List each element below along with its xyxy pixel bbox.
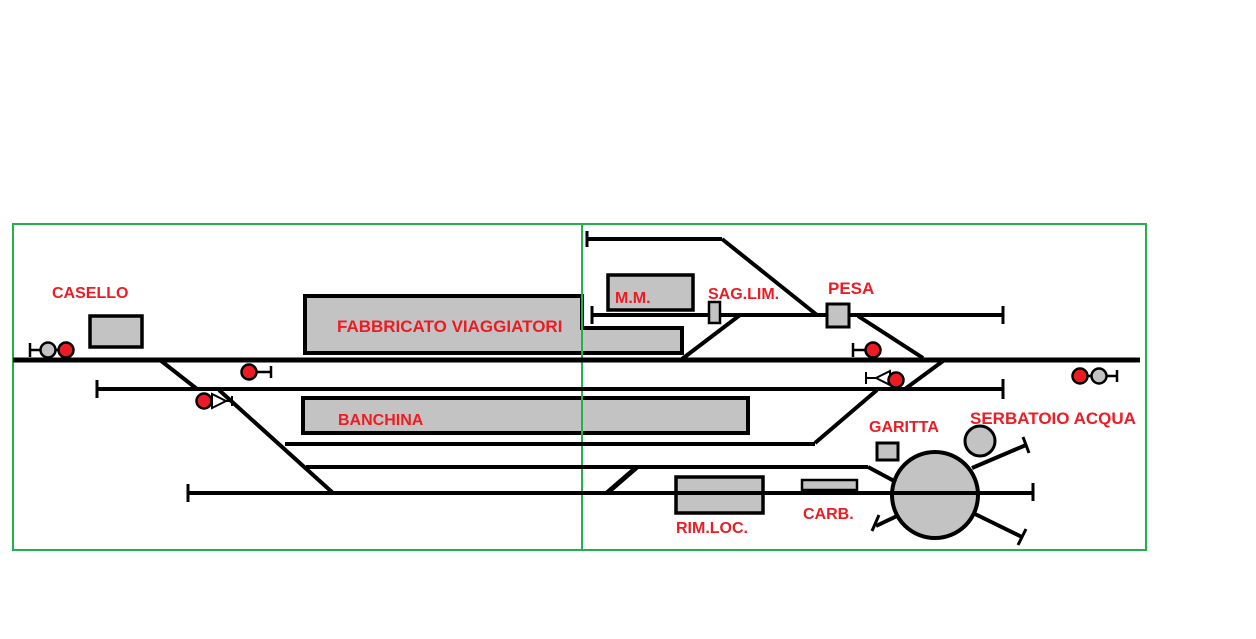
turntable-spoke-lower-left — [875, 514, 898, 528]
signals — [28, 341, 1119, 410]
label-fabbricato-viaggiatori: FABBRICATO VIAGGIATORI — [337, 317, 563, 336]
yard-track-4-turntable-diagonal — [867, 465, 897, 484]
spoke-upper-right-end-tick — [1021, 436, 1031, 454]
west-yard-ladder-diagonal — [217, 388, 335, 495]
spoke-lower-right-end-tick — [1016, 528, 1028, 546]
loading-gauge-marker — [707, 300, 722, 325]
coaling-stage — [800, 478, 859, 492]
platform — [301, 396, 750, 435]
label-pesa: PESA — [828, 279, 875, 298]
turntable-spoke-upper-right — [971, 443, 1027, 470]
top-siding-switch-diagonal — [720, 237, 819, 317]
weighbridge — [825, 302, 851, 329]
casello-building — [88, 314, 144, 349]
label-casello: CASELLO — [52, 285, 129, 302]
signal-red-disc-icon — [240, 363, 273, 381]
spoke-lower-left-end-tick — [870, 514, 881, 532]
turntable-spoke-lower-right — [974, 512, 1023, 539]
signal-two-disc-gray-red-icon — [28, 341, 75, 359]
label-sag-lim: SAG.LIM. — [708, 286, 780, 303]
signal-two-disc-red-gray-icon — [1071, 367, 1119, 385]
signal-red-disc-east-icon — [851, 341, 882, 359]
label-garitta: GARITTA — [869, 419, 939, 436]
second-to-yard-switch-diagonal — [813, 388, 879, 445]
west-crossover-diagonal — [158, 358, 199, 391]
garitta-hut — [875, 441, 900, 462]
water-tank-icon — [963, 424, 997, 458]
pesa-switch-diagonal — [856, 314, 925, 360]
yard-lead-diagonal — [680, 313, 742, 361]
label-serbatoio-acqua: SERBATOIO ACQUA — [970, 409, 1136, 428]
label-banchina: BANCHINA — [338, 412, 424, 429]
dwarf-signal-triangle-red-disc-icon — [865, 369, 905, 389]
label-carb: CARB. — [803, 506, 854, 523]
main-to-second-switch-diagonal — [903, 359, 945, 391]
label-mm: M.M. — [615, 290, 651, 307]
track-lines — [13, 231, 1140, 546]
dwarf-signal-red-disc-triangle-icon — [195, 392, 233, 410]
mm-building — [606, 273, 695, 312]
yard-5-to-4-connector — [605, 465, 639, 495]
label-rim-loc: RIM.LOC. — [676, 520, 748, 537]
